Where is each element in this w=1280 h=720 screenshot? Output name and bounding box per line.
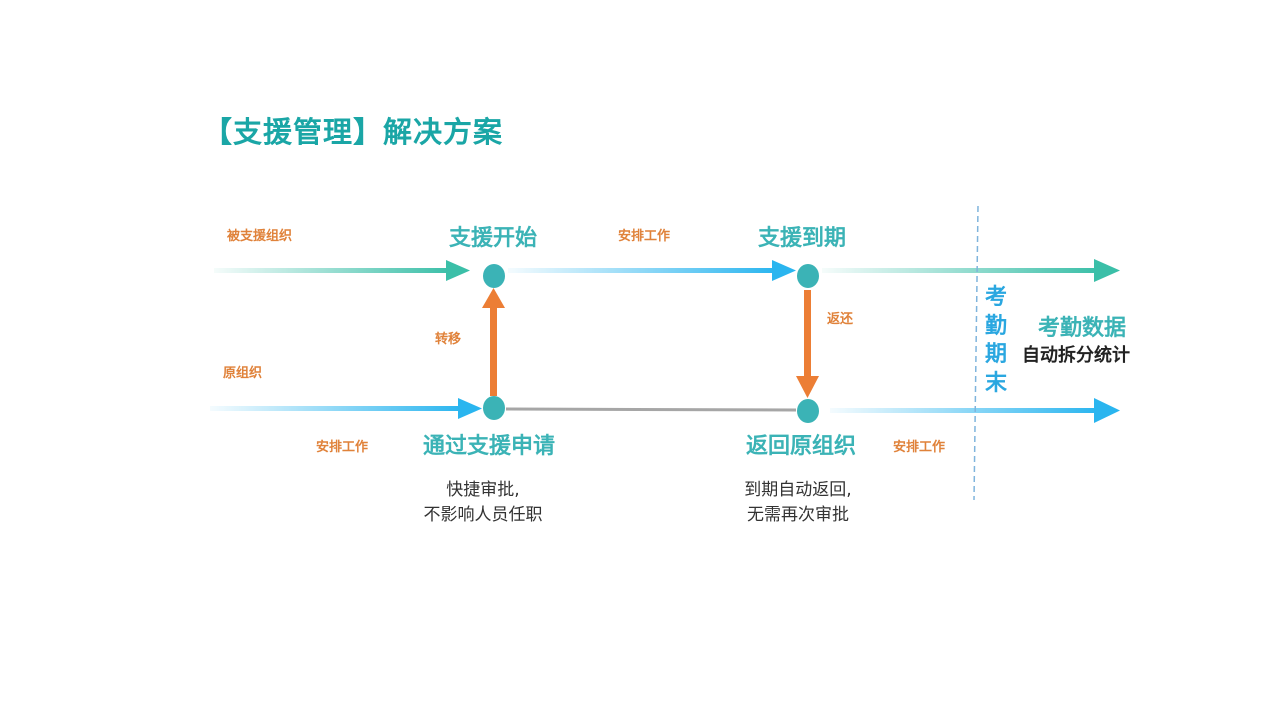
node-label-support-start: 支援开始: [449, 226, 538, 251]
period-end-char-3: 期: [984, 342, 1007, 368]
arrow-top-2: [508, 260, 796, 281]
label-arrange-work-bottom-left: 安排工作: [316, 440, 369, 455]
arrow-top-1: [214, 260, 470, 281]
node-label-return-origin: 返回原组织: [746, 434, 857, 459]
period-end-divider: [973, 205, 979, 501]
label-return: 返还: [827, 312, 854, 327]
label-transfer: 转移: [435, 332, 462, 347]
period-end-char-4: 末: [984, 370, 1007, 396]
arrow-bottom-1: [210, 398, 482, 419]
row-label-supported-org: 被支援组织: [227, 229, 293, 244]
node-support-start: [483, 264, 505, 288]
return-arrow: [796, 290, 819, 398]
period-end-char-2: 勤: [984, 313, 1007, 339]
node-label-pass-application: 通过支援申请: [423, 434, 556, 459]
note-return-line2: 无需再次审批: [747, 504, 849, 525]
label-arrange-work-top: 安排工作: [618, 229, 671, 244]
node-return-origin: [797, 399, 819, 423]
connector-line: [505, 407, 797, 412]
note-pass-line1: 快捷审批,: [446, 480, 520, 500]
note-pass-application: 快捷审批, 不影响人员任职: [398, 478, 568, 527]
node-pass-application: [483, 396, 505, 420]
transfer-arrow: [482, 288, 505, 396]
period-end-char-1: 考: [984, 285, 1007, 310]
note-return-origin: 到期自动返回, 无需再次审批: [718, 478, 878, 527]
page-title: 【支援管理】解决方案: [203, 115, 504, 149]
attendance-subtitle: 自动拆分统计: [1022, 345, 1130, 366]
note-return-line1: 到期自动返回,: [744, 480, 852, 500]
attendance-title: 考勤数据: [1038, 316, 1127, 341]
node-label-support-expire: 支援到期: [758, 226, 847, 251]
arrow-bottom-2: [830, 398, 1120, 423]
note-pass-line2: 不影响人员任职: [423, 504, 543, 525]
node-support-expire: [797, 264, 819, 288]
label-arrange-work-bottom-right: 安排工作: [893, 440, 946, 455]
row-label-origin-org: 原组织: [223, 366, 263, 381]
arrow-top-3: [822, 259, 1120, 282]
period-end-label: 考 勤 期 末: [981, 284, 1011, 398]
